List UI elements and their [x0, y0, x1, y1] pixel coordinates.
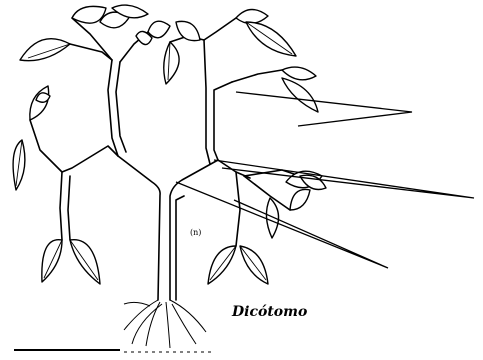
left-fork-upper [108, 60, 118, 156]
leaf [164, 42, 179, 84]
trunk-annotation: (n) [190, 228, 201, 237]
left-fork-lower [62, 146, 118, 172]
diagram-label: Dicótomo [232, 304, 307, 320]
leaf [282, 67, 316, 80]
roots [124, 300, 206, 348]
pointer-lower [176, 182, 388, 268]
leaf [148, 21, 170, 38]
leaf [176, 21, 200, 40]
right-fork-inner [204, 40, 210, 164]
leaf [236, 9, 268, 23]
leaf [30, 86, 49, 120]
pointer-middle [214, 160, 474, 198]
leaf [266, 198, 278, 238]
left-lower-limb [30, 120, 62, 172]
pointer-lines [176, 92, 474, 268]
left-lower-limb-b [60, 172, 62, 240]
right-lower-limb [236, 172, 240, 246]
left-lower-limb-c [68, 176, 70, 240]
trunk-bracket [176, 196, 184, 300]
trunk-left-edge [118, 156, 160, 300]
pointer-upper [236, 92, 412, 126]
right-fork-upper [214, 82, 232, 160]
leaf [282, 78, 318, 112]
upper-right-branch [204, 18, 236, 40]
ground-line [14, 350, 212, 352]
leaf [20, 39, 70, 61]
left-fork-inner [116, 62, 126, 152]
leaf [290, 189, 310, 210]
right-mid-branch [232, 70, 282, 82]
